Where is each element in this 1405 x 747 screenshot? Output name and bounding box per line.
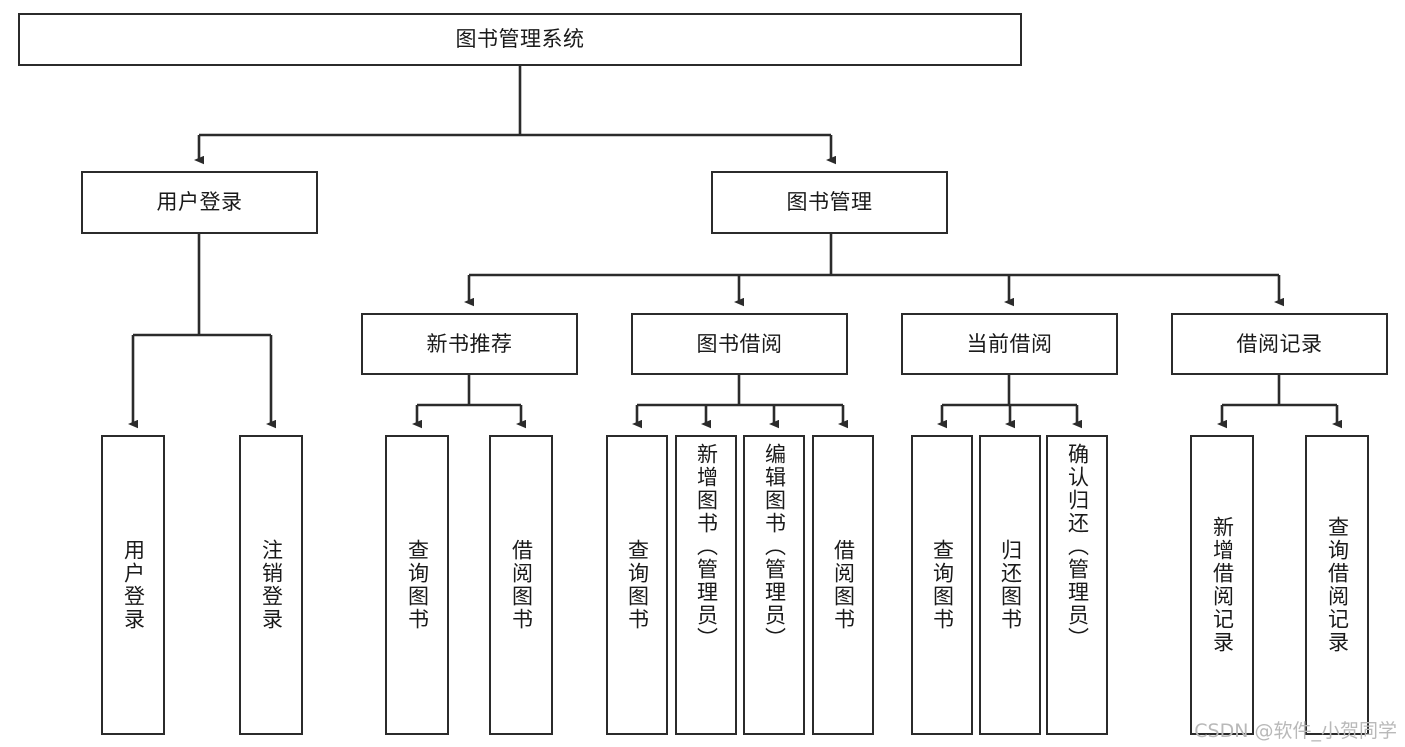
node-leaf-borrow-book-2[interactable]: 借阅图书 — [812, 435, 874, 735]
node-leaf-add-record[interactable]: 新增借阅记录 — [1190, 435, 1254, 735]
node-book-borrow-label: 图书借阅 — [696, 331, 783, 356]
node-leaf-add-record-label: 新增借阅记录 — [1210, 516, 1235, 654]
node-leaf-user-login-label: 用户登录 — [121, 539, 146, 631]
node-new-book-rec-label: 新书推荐 — [426, 331, 513, 356]
node-user-login[interactable]: 用户登录 — [81, 171, 318, 234]
node-leaf-query-book-2[interactable]: 查询图书 — [606, 435, 668, 735]
node-new-book-rec[interactable]: 新书推荐 — [361, 313, 578, 375]
node-leaf-add-book[interactable]: 新增图书（管理员） — [675, 435, 737, 735]
node-root[interactable]: 图书管理系统 — [18, 13, 1022, 66]
node-book-manage-label: 图书管理 — [786, 190, 873, 215]
node-book-borrow[interactable]: 图书借阅 — [631, 313, 848, 375]
node-leaf-logout-login[interactable]: 注销登录 — [239, 435, 303, 735]
node-borrow-record-label: 借阅记录 — [1236, 331, 1323, 356]
node-borrow-record[interactable]: 借阅记录 — [1171, 313, 1388, 375]
node-leaf-add-book-label: 新增图书（管理员） — [694, 443, 719, 650]
node-leaf-query-book-2-label: 查询图书 — [625, 539, 650, 631]
node-leaf-borrow-book-1[interactable]: 借阅图书 — [489, 435, 553, 735]
node-user-login-label: 用户登录 — [156, 190, 243, 215]
node-leaf-return-book-label: 归还图书 — [998, 539, 1023, 631]
node-leaf-confirm-return-label: 确认归还（管理员） — [1065, 443, 1090, 650]
node-current-borrow[interactable]: 当前借阅 — [901, 313, 1118, 375]
node-leaf-query-book-1[interactable]: 查询图书 — [385, 435, 449, 735]
node-leaf-query-record-label: 查询借阅记录 — [1325, 516, 1350, 654]
node-leaf-logout-login-label: 注销登录 — [259, 539, 284, 631]
node-book-manage[interactable]: 图书管理 — [711, 171, 948, 234]
node-leaf-query-book-3-label: 查询图书 — [930, 539, 955, 631]
node-leaf-query-book-1-label: 查询图书 — [405, 539, 430, 631]
node-root-label: 图书管理系统 — [455, 27, 585, 52]
node-leaf-return-book[interactable]: 归还图书 — [979, 435, 1041, 735]
node-leaf-confirm-return[interactable]: 确认归还（管理员） — [1046, 435, 1108, 735]
node-leaf-query-record[interactable]: 查询借阅记录 — [1305, 435, 1369, 735]
node-leaf-edit-book-label: 编辑图书（管理员） — [762, 443, 787, 650]
node-leaf-edit-book[interactable]: 编辑图书（管理员） — [743, 435, 805, 735]
node-leaf-borrow-book-2-label: 借阅图书 — [831, 539, 856, 631]
watermark-text: CSDN @软件_小贺同学 — [1194, 720, 1397, 742]
node-leaf-borrow-book-1-label: 借阅图书 — [509, 539, 534, 631]
node-leaf-user-login[interactable]: 用户登录 — [101, 435, 165, 735]
node-leaf-query-book-3[interactable]: 查询图书 — [911, 435, 973, 735]
node-current-borrow-label: 当前借阅 — [966, 331, 1053, 356]
